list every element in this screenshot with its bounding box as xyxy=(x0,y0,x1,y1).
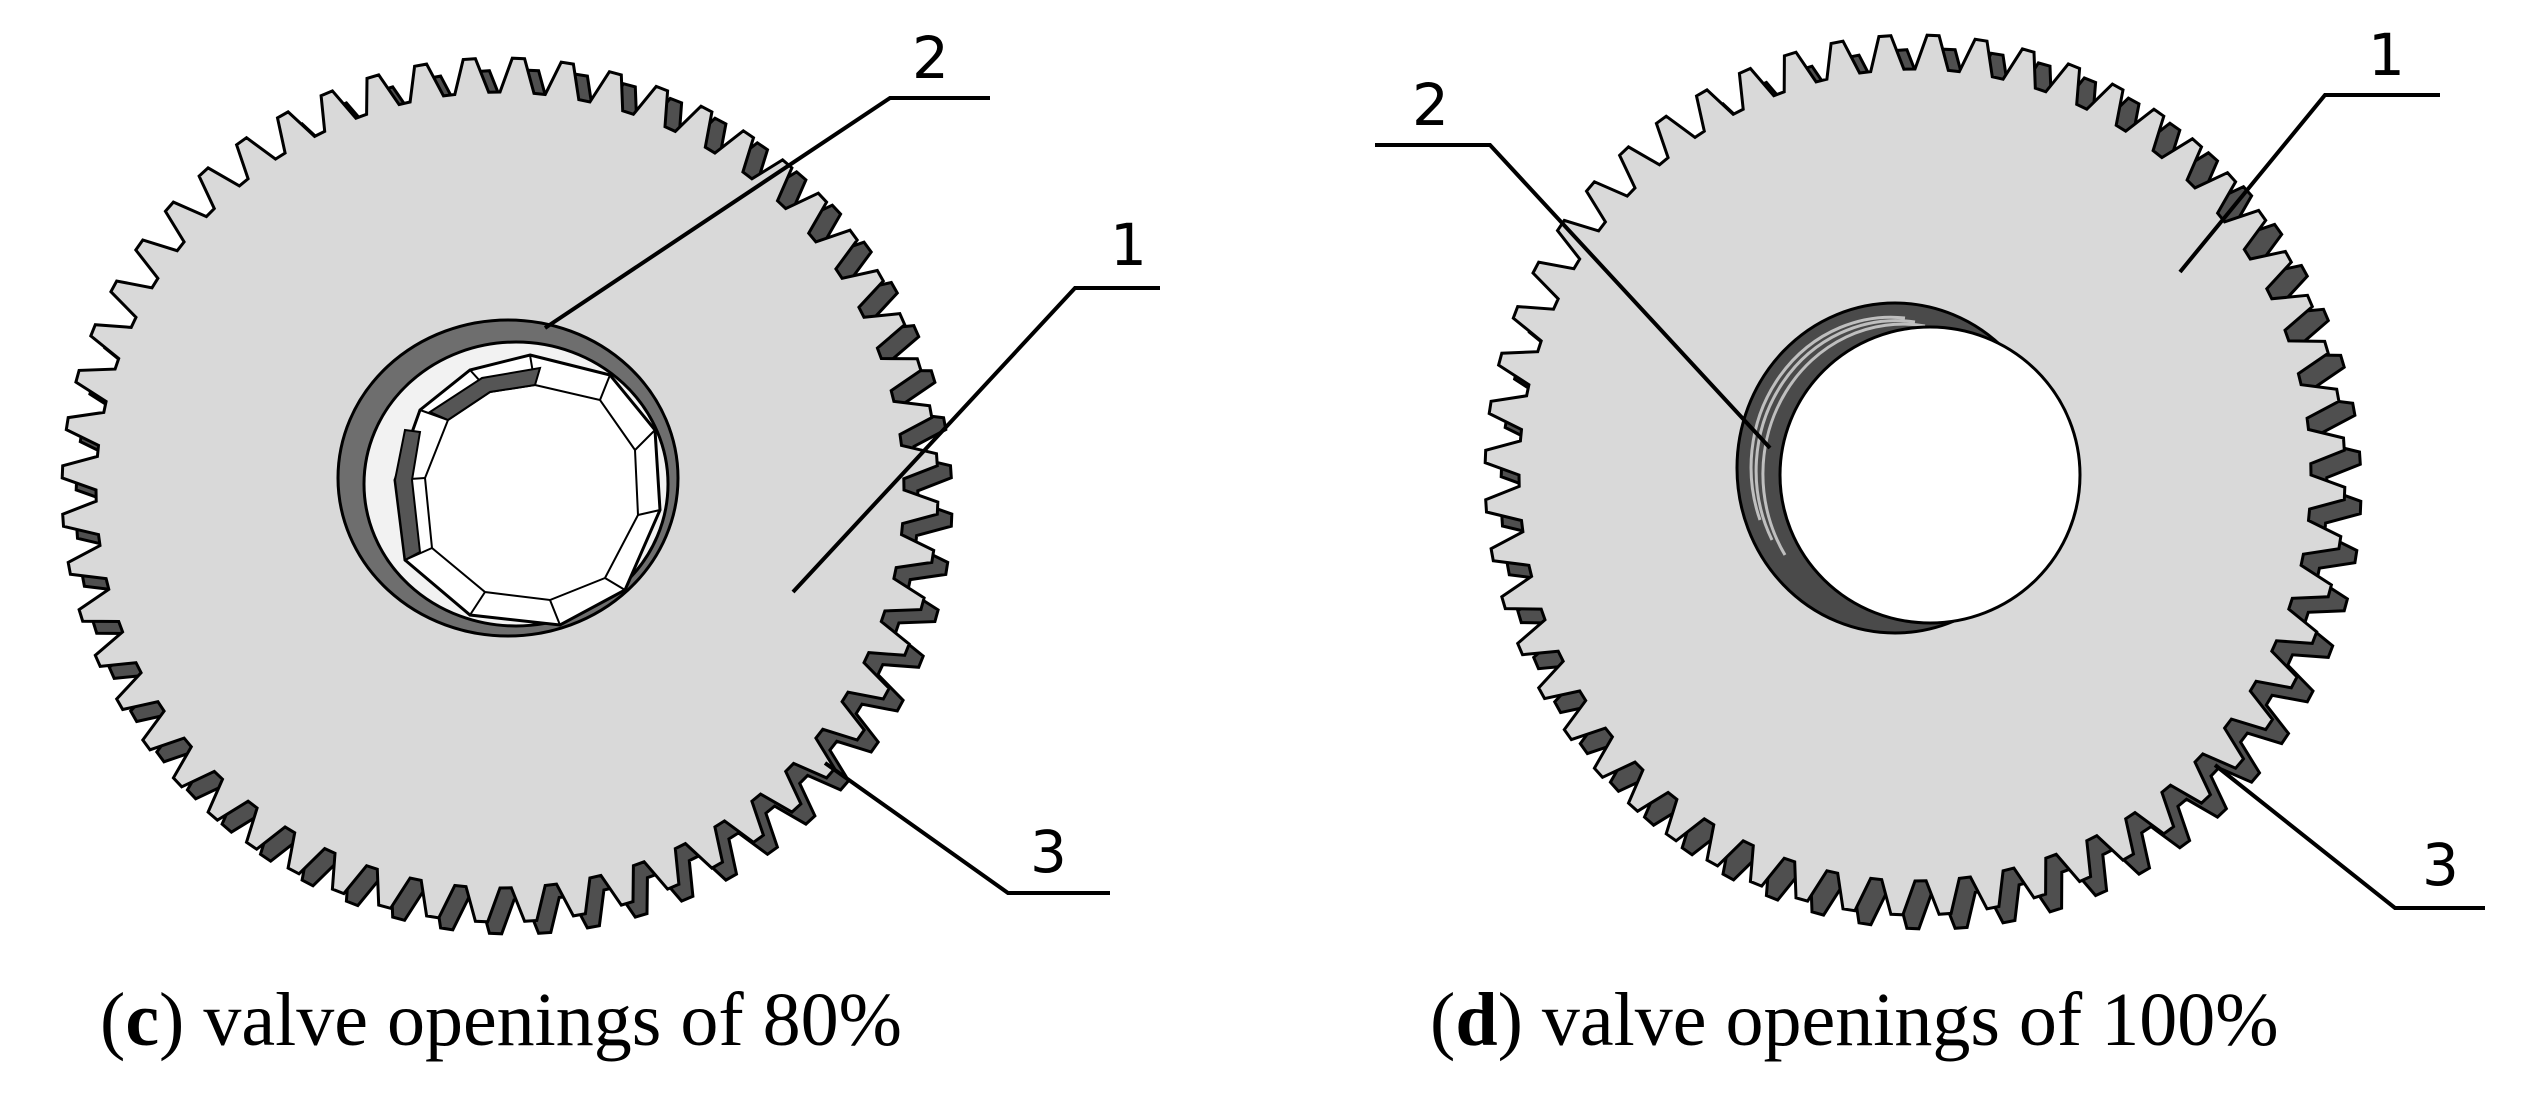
callout-c-1: 1 xyxy=(1110,211,1147,279)
callout-c-3: 3 xyxy=(1030,818,1067,886)
panel-d-valve-100: 2 1 3 xyxy=(1375,21,2485,931)
valve-c-aperture xyxy=(423,383,640,602)
caption-d-text: valve openings of 100% xyxy=(1541,978,2279,1062)
valve-c-dark-blade xyxy=(427,366,542,422)
callouts-d xyxy=(1375,93,2485,910)
callout-d-1: 1 xyxy=(2368,21,2405,89)
panel-c-valve-80: 2 1 3 xyxy=(60,24,1160,936)
caption-c: (c) valve openings of 80% xyxy=(100,978,902,1062)
valve-c-dark-blade-2 xyxy=(393,428,422,562)
bore-d-opening xyxy=(1778,325,2082,625)
caption-d-letter: d xyxy=(1455,978,1498,1062)
callout-d-3: 3 xyxy=(2422,831,2459,899)
caption-d: (d) valve openings of 100% xyxy=(1430,978,2279,1062)
leader-c-3 xyxy=(823,761,1110,895)
caption-c-letter: c xyxy=(125,978,160,1062)
leader-d-2 xyxy=(1375,143,1772,450)
leader-c-1 xyxy=(791,286,1160,594)
callout-d-2: 2 xyxy=(1412,71,1449,139)
callouts-c xyxy=(543,96,1160,895)
leader-c-2 xyxy=(543,96,990,330)
valve-bore-c xyxy=(336,318,680,638)
leader-d-1 xyxy=(2178,93,2440,274)
callout-c-2: 2 xyxy=(912,24,949,92)
bore-d-blade-edges xyxy=(1749,315,1926,556)
valve-bore-d xyxy=(1735,301,2082,635)
caption-c-text: valve openings of 80% xyxy=(203,978,902,1062)
leader-d-3 xyxy=(2213,763,2485,910)
